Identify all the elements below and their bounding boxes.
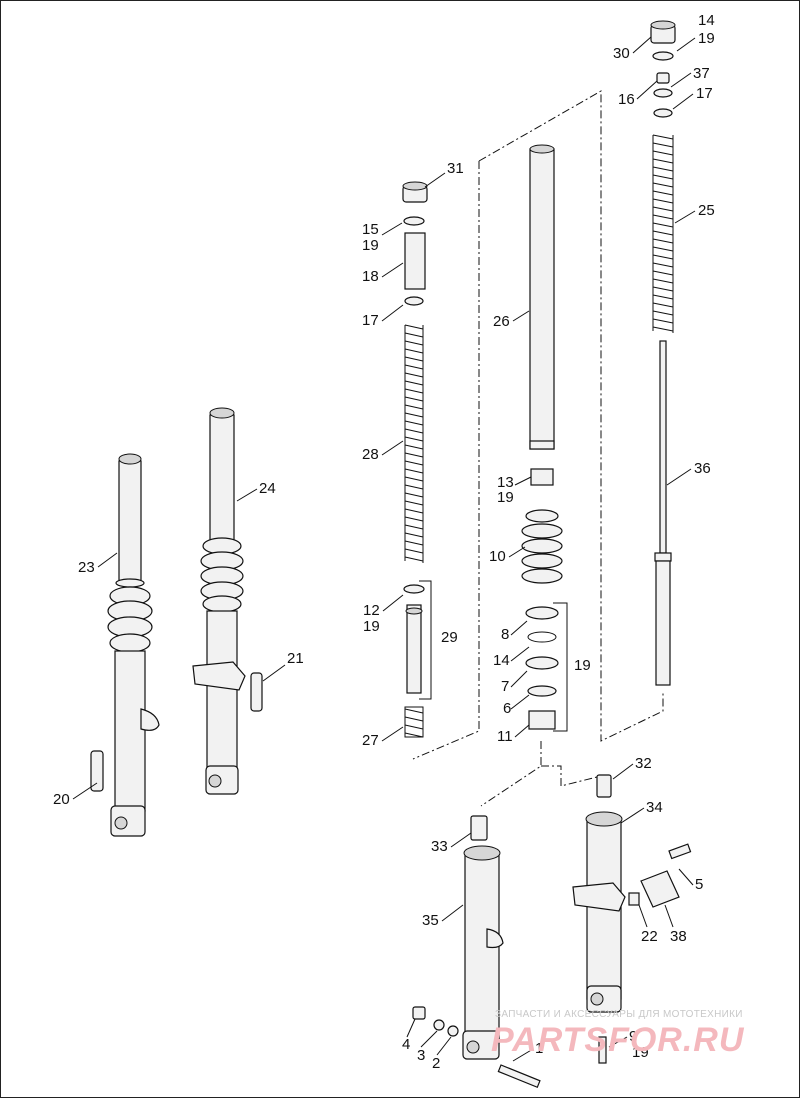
callout-35: 35 <box>422 912 439 929</box>
callout-23: 23 <box>78 559 95 576</box>
callout-17b: 17 <box>362 312 379 329</box>
watermark-tagline: ЗАПЧАСТИ И АКСЕССУАРЫ ДЛЯ МОТОТЕХНИКИ <box>495 1009 743 1020</box>
callout-38: 38 <box>670 928 687 945</box>
watermark: ЗАПЧАСТИ И АКСЕССУАРЫ ДЛЯ МОТОТЕХНИКИ PA… <box>491 1009 745 1059</box>
callout-24: 24 <box>259 480 276 497</box>
callout-15: 15 <box>362 221 379 238</box>
dust-boot-10 <box>521 509 563 584</box>
callout-11: 11 <box>497 728 513 745</box>
fork-cap-31-stack <box>402 181 428 738</box>
callout-14a: 14 <box>698 12 715 29</box>
callout-19b: 19 <box>362 237 379 254</box>
inner-tube-26 <box>521 144 563 730</box>
cap-30-spring-25 <box>650 20 676 686</box>
callout-10: 10 <box>489 548 506 565</box>
watermark-brand: PARTSFOR.RU <box>491 1021 745 1059</box>
callout-25: 25 <box>698 202 715 219</box>
callout-31: 31 <box>447 160 464 177</box>
callout-8: 8 <box>501 626 509 643</box>
callout-14b: 14 <box>493 652 510 669</box>
callout-5: 5 <box>695 876 703 893</box>
callout-19e: 19 <box>574 657 591 674</box>
lower-slider-35 <box>412 815 541 1089</box>
callout-18: 18 <box>362 268 379 285</box>
callout-19d: 19 <box>363 618 380 635</box>
callout-6: 6 <box>503 700 511 717</box>
callout-30: 30 <box>613 45 630 62</box>
callout-22: 22 <box>641 928 658 945</box>
callout-27: 27 <box>362 732 379 749</box>
fork-leg-23 <box>90 453 160 837</box>
callout-26: 26 <box>493 313 510 330</box>
callout-36: 36 <box>694 460 711 477</box>
callout-20: 20 <box>53 791 70 808</box>
bracket-19 <box>553 602 568 732</box>
callout-19c: 19 <box>497 489 514 506</box>
callout-32: 32 <box>635 755 652 772</box>
callout-34: 34 <box>646 799 663 816</box>
callout-12: 12 <box>363 602 380 619</box>
callout-33: 33 <box>431 838 448 855</box>
callout-13: 13 <box>497 474 514 491</box>
fork-leg-24 <box>192 407 263 795</box>
bracket-29 <box>419 580 432 700</box>
callout-19f: 19 <box>632 1044 649 1061</box>
callout-37: 37 <box>693 65 710 82</box>
callout-3: 3 <box>417 1047 425 1064</box>
assembly-lines <box>412 90 664 807</box>
leader-lines <box>72 36 696 1062</box>
lower-slider-34 <box>572 774 692 1064</box>
callout-28: 28 <box>362 446 379 463</box>
callout-7: 7 <box>501 678 509 695</box>
callout-29: 29 <box>441 629 458 646</box>
callout-19a: 19 <box>698 30 715 47</box>
callout-4: 4 <box>402 1036 410 1053</box>
callout-9: 9 <box>629 1028 637 1045</box>
callout-2: 2 <box>432 1055 440 1072</box>
callout-17a: 17 <box>696 85 713 102</box>
callout-21: 21 <box>287 650 304 667</box>
callout-16: 16 <box>618 91 635 108</box>
callout-1: 1 <box>535 1040 543 1057</box>
